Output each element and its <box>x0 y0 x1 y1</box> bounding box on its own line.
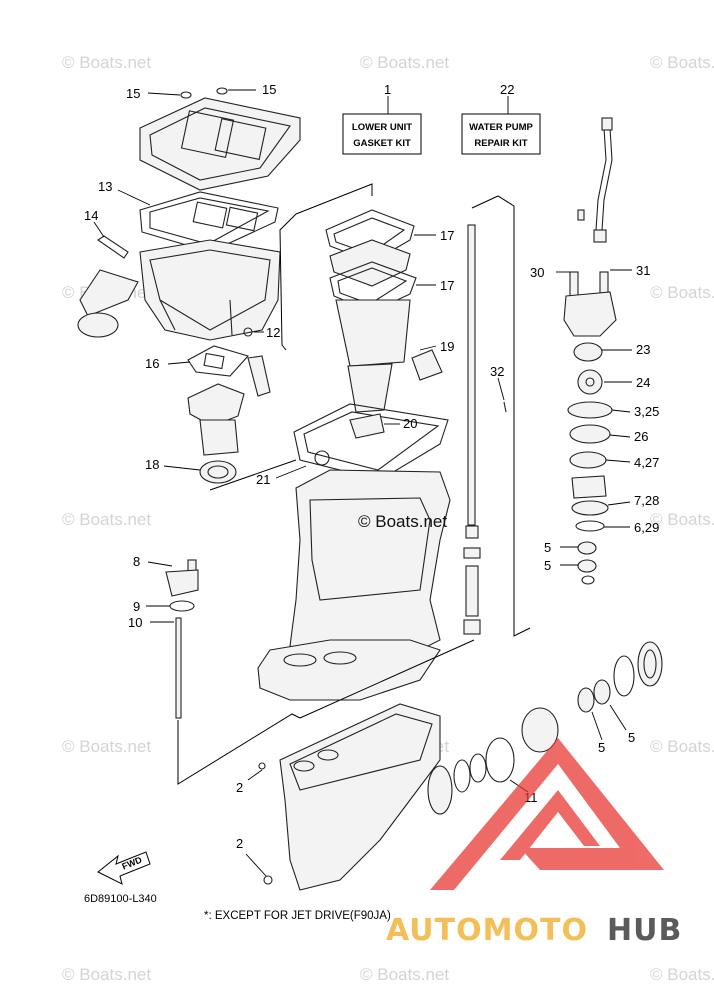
callout-5: 5 <box>544 558 551 573</box>
water-pump-repair-kit: WATER PUMP REPAIR KIT 22 <box>461 82 541 155</box>
watermark: © Boats.net <box>62 510 151 529</box>
callout-18: 18 <box>145 457 159 472</box>
callout-12: 12 <box>266 325 280 340</box>
kit-label-line1: LOWER UNIT <box>352 122 412 133</box>
callout-26: 26 <box>634 429 648 444</box>
shift-rod-assembly: 8 9 10 <box>128 554 475 785</box>
callout-15: 15 <box>126 86 140 101</box>
water-passage-parts: 16 18 <box>145 345 271 484</box>
brand-logo <box>430 738 664 890</box>
callout-5: 5 <box>544 540 551 555</box>
watermark: © Boats.net <box>650 283 714 302</box>
callout-15: 15 <box>262 82 276 97</box>
propeller-shaft-parts: 11 5 5 <box>427 641 663 815</box>
center-watermark: © Boats.net <box>358 512 447 531</box>
callout-32: 32 <box>490 364 504 379</box>
watermark: © Boats.net <box>650 737 714 756</box>
kit-bracket-center <box>209 183 373 491</box>
callout-13: 13 <box>98 179 112 194</box>
kit-label-line2: REPAIR KIT <box>474 138 527 149</box>
drive-shaft-housing: © Boats.net <box>257 469 451 701</box>
callout-5: 5 <box>628 730 635 745</box>
kit-label-line1: WATER PUMP <box>469 122 533 133</box>
part-19: 19 <box>411 339 454 381</box>
watermark: © Boats.net <box>360 965 449 984</box>
drive-shaft: 32 <box>463 195 531 637</box>
callout-6-29: 6,29 <box>634 520 659 535</box>
water-pump-housing: 30 31 <box>530 263 650 337</box>
brand-name-part2: HUB <box>607 913 682 948</box>
callout-2: 2 <box>236 780 243 795</box>
diagram-code: 6D89100-L340 <box>84 893 157 905</box>
callout-14: 14 <box>84 208 98 223</box>
brand-name-part1: AUTOMOTO <box>386 913 588 948</box>
callout-5: 5 <box>598 740 605 755</box>
oil-pan-housing: 12 <box>139 239 281 341</box>
lower-unit-gasket-kit: LOWER UNIT GASKET KIT 1 <box>342 82 422 155</box>
callout-31: 31 <box>636 263 650 278</box>
callout-30: 30 <box>530 265 544 280</box>
triangle-logo-icon <box>430 738 664 890</box>
callout-24: 24 <box>636 375 650 390</box>
watermark: © Boats.net <box>62 965 151 984</box>
watermark: © Boats.net <box>650 53 714 72</box>
callout-4-27: 4,27 <box>634 455 659 470</box>
callout-8: 8 <box>133 554 140 569</box>
callout-23: 23 <box>636 342 650 357</box>
water-tube <box>577 117 613 243</box>
watermark: © Boats.net <box>360 53 449 72</box>
kit-label-line2: GASKET KIT <box>353 138 411 149</box>
gasket-17: 17 17 <box>325 209 454 413</box>
callout-16: 16 <box>145 356 159 371</box>
callout-9: 9 <box>133 599 140 614</box>
watermark: © Boats.net <box>62 737 151 756</box>
seal-14: 14 <box>77 208 139 338</box>
forward-arrow-icon: FWD <box>97 851 151 885</box>
watermark: © Boats.net <box>62 53 151 72</box>
callout-20: 20 <box>403 416 417 431</box>
callout-17: 17 <box>440 278 454 293</box>
callout-10: 10 <box>128 615 142 630</box>
callout-19: 19 <box>440 339 454 354</box>
lower-casing: 2 2 <box>236 703 441 891</box>
water-pump-stack: 23 24 3,25 26 4,27 7,28 6,29 5 5 <box>544 342 659 585</box>
callout-22: 22 <box>500 82 514 97</box>
gasket-13: 13 <box>98 179 279 253</box>
callout-17: 17 <box>440 228 454 243</box>
callout-1: 1 <box>384 82 391 97</box>
upper-casing-part: 15 15 <box>126 82 301 191</box>
gasket-21: 20 21 <box>256 403 449 487</box>
callout-7-28: 7,28 <box>634 493 659 508</box>
watermark: © Boats.net <box>650 965 714 984</box>
watermark: © Boats.net <box>650 510 714 529</box>
footnote: *: EXCEPT FOR JET DRIVE(F90JA) <box>204 910 391 922</box>
callout-3-25: 3,25 <box>634 404 659 419</box>
callout-2: 2 <box>236 836 243 851</box>
callout-21: 21 <box>256 472 270 487</box>
